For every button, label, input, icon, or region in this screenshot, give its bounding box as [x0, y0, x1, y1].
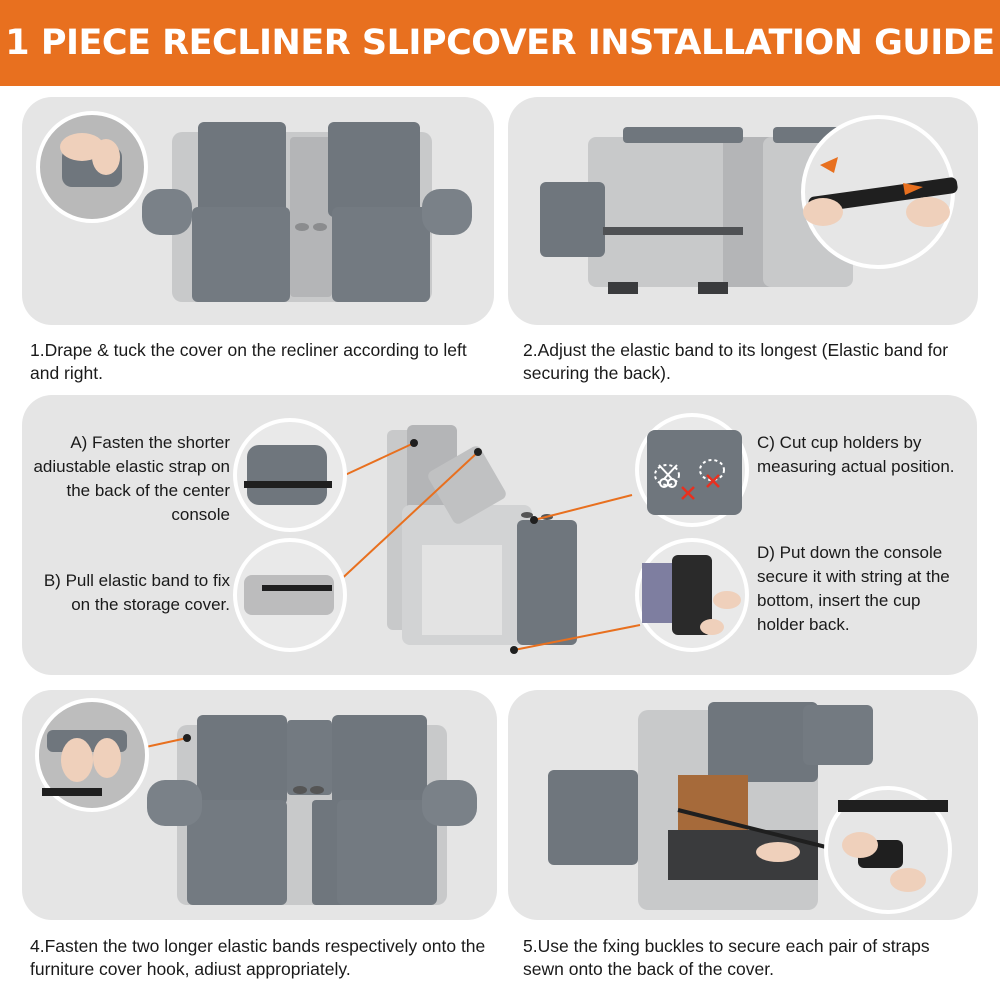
- recliner-buckle-illustration: [548, 702, 952, 914]
- arrow-right-icon: [820, 157, 838, 173]
- step5-image-panel: [508, 690, 978, 920]
- console-step-b: B) Pull elastic band to fix on the stora…: [43, 571, 230, 614]
- console-step-a: A) Fasten the shorter adiustable elastic…: [33, 433, 230, 524]
- console-step-d: D) Put down the console secure it with s…: [757, 543, 950, 634]
- step1-caption: 1.Drape & tuck the cover on the recliner…: [30, 340, 467, 383]
- recliner-back-illustration: [540, 115, 958, 294]
- step2-image-panel: [508, 97, 978, 325]
- step4-image-panel: [22, 690, 497, 920]
- step3-console-panel: [22, 395, 977, 675]
- arrow-right-icon: [903, 183, 923, 195]
- loveseat-hook-illustration: [35, 698, 477, 905]
- step1-image-panel: [22, 97, 494, 325]
- scissors-icon: [658, 464, 678, 488]
- console-step-c: C) Cut cup holders by measuring actual p…: [757, 433, 955, 476]
- header-banner: 1 PIECE RECLINER SLIPCOVER INSTALLATION …: [0, 0, 1000, 86]
- step4-caption: 4.Fasten the two longer elastic bands re…: [30, 936, 486, 979]
- page-title: 1 PIECE RECLINER SLIPCOVER INSTALLATION …: [5, 23, 995, 63]
- step2-caption: 2.Adjust the elastic band to its longest…: [523, 340, 949, 383]
- cross-icon: [681, 474, 720, 500]
- step5-caption: 5.Use the fxing buckles to secure each p…: [523, 936, 930, 979]
- console-illustration: [233, 413, 749, 654]
- loveseat-cover-illustration: [36, 111, 472, 302]
